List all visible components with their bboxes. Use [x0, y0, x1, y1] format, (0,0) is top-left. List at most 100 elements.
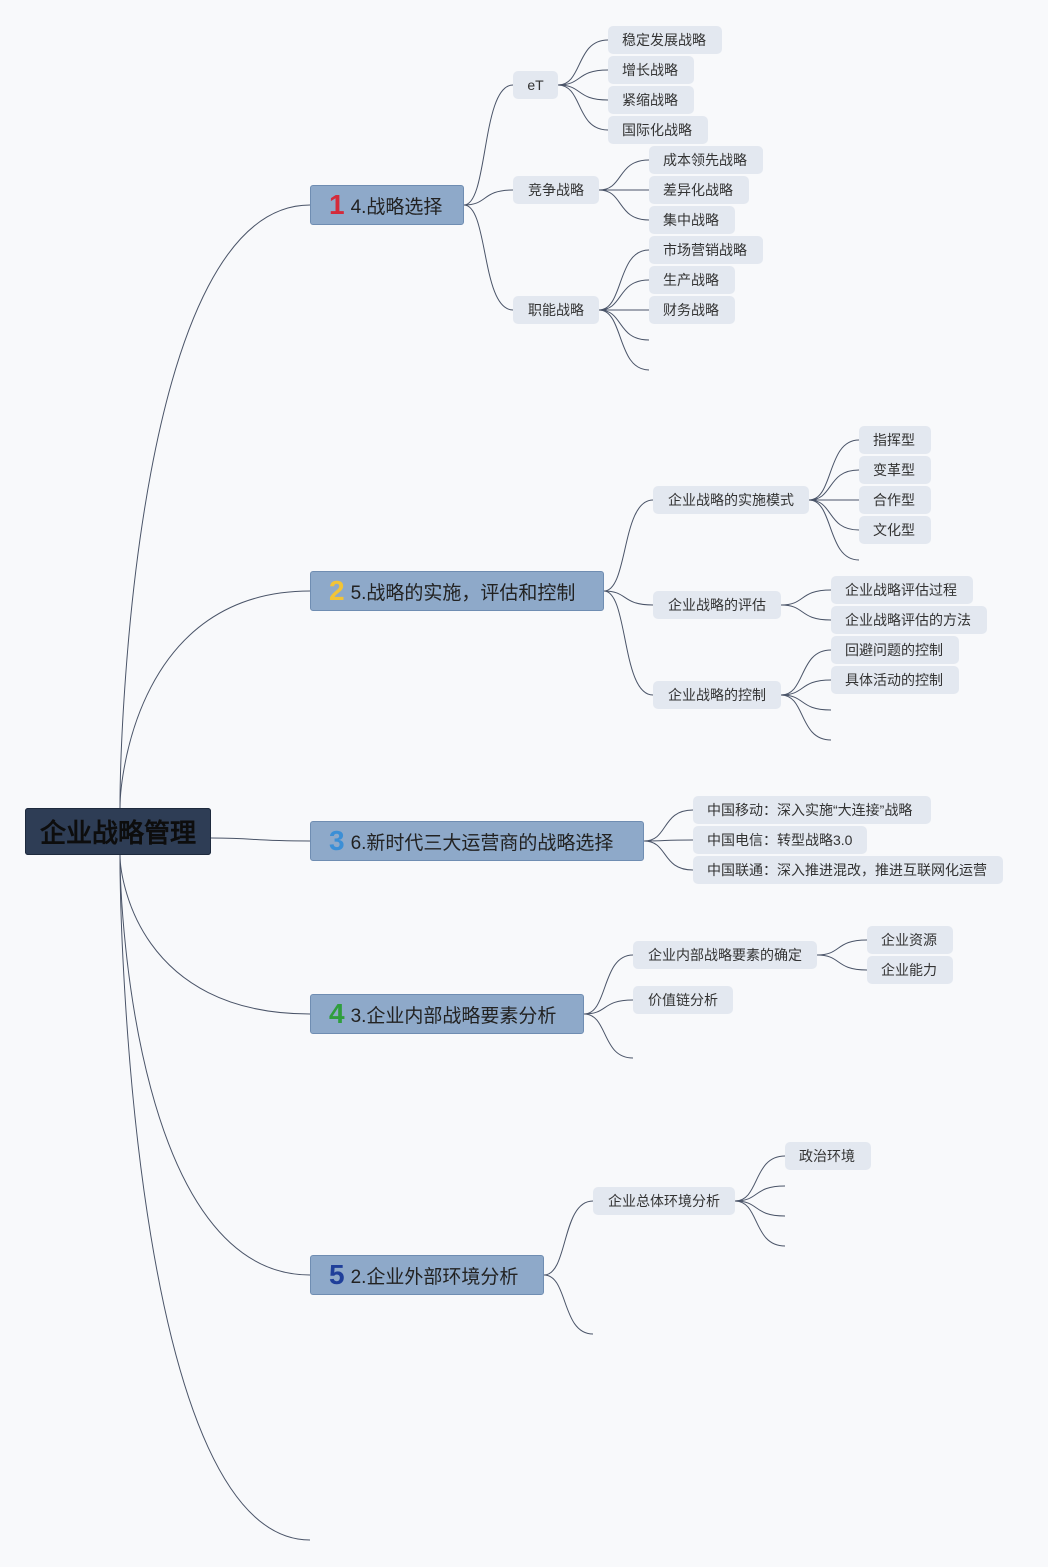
leaf-topic[interactable]: 增长战略	[608, 56, 694, 84]
branch-number-badge: 1	[329, 189, 345, 220]
subtopic[interactable]: 企业内部战略要素的确定	[633, 941, 817, 969]
leaf-topic-label: 中国电信：转型战略3.0	[707, 832, 853, 848]
connector-curve	[463, 204, 514, 311]
subtopic-label: 竞争战略	[528, 182, 584, 198]
connector-curve	[643, 809, 694, 842]
leaf-topic[interactable]: 合作型	[859, 486, 931, 514]
connector-curve	[808, 499, 860, 531]
leaf-topic-label: 中国联通：深入推进混改，推进互联网化运营	[707, 862, 987, 878]
connector-curve	[808, 469, 860, 501]
connector-curve	[780, 679, 832, 696]
connector-curve	[734, 1200, 786, 1247]
leaf-topic[interactable]: 企业资源	[867, 926, 953, 954]
leaf-topic[interactable]: 生产战略	[649, 266, 735, 294]
connector-curve	[808, 439, 860, 501]
connector-curve	[780, 694, 832, 711]
subtopic-label: 职能战略	[528, 302, 584, 318]
connector-curve	[543, 1274, 594, 1335]
leaf-topic[interactable]: 集中战略	[649, 206, 735, 234]
leaf-topic[interactable]: 中国电信：转型战略3.0	[693, 826, 867, 854]
leaf-topic[interactable]: 企业能力	[867, 956, 953, 984]
root-connector-curve	[119, 204, 311, 809]
connector-curve	[598, 159, 650, 191]
subtopic[interactable]: 企业战略的实施模式	[653, 486, 809, 514]
subtopic[interactable]: 职能战略	[513, 296, 599, 324]
connector-curve	[557, 84, 609, 131]
leaf-topic[interactable]: 企业战略评估过程	[831, 576, 973, 604]
root-topic[interactable]: 企业战略管理	[25, 808, 211, 855]
connector-curve	[603, 590, 654, 606]
leaf-topic-label: 指挥型	[873, 432, 915, 448]
leaf-topic[interactable]: 政治环境	[785, 1142, 871, 1170]
subtopic-label: 企业总体环境分析	[608, 1193, 720, 1209]
leaf-topic[interactable]: 文化型	[859, 516, 931, 544]
leaf-topic[interactable]: 国际化战略	[608, 116, 708, 144]
subtopic[interactable]: 竞争战略	[513, 176, 599, 204]
branch-topic[interactable]: 5 2.企业外部环境分析	[310, 1255, 544, 1295]
connector-curve	[734, 1185, 786, 1202]
connector-curve	[557, 84, 609, 101]
subtopic-label: eT	[527, 77, 544, 93]
branch-topic[interactable]: 2 5.战略的实施，评估和控制	[310, 571, 604, 611]
branch-topic[interactable]: 3 6.新时代三大运营商的战略选择	[310, 821, 644, 861]
connector-curve	[780, 649, 832, 696]
connector-curve	[557, 39, 609, 86]
connector-curve	[734, 1155, 786, 1202]
leaf-topic-label: 文化型	[873, 522, 915, 538]
subtopic[interactable]: 价值链分析	[633, 986, 733, 1014]
leaf-topic[interactable]: 企业战略评估的方法	[831, 606, 987, 634]
connector-curve	[598, 249, 650, 311]
leaf-topic[interactable]: 成本领先战略	[649, 146, 763, 174]
leaf-topic-label: 生产战略	[663, 272, 719, 288]
leaf-topic[interactable]: 稳定发展战略	[608, 26, 722, 54]
leaf-topic[interactable]: 中国联通：深入推进混改，推进互联网化运营	[693, 856, 1003, 884]
leaf-topic[interactable]: 差异化战略	[649, 176, 749, 204]
leaf-topic[interactable]: 回避问题的控制	[831, 636, 959, 664]
leaf-topic-label: 成本领先战略	[663, 152, 747, 168]
subtopic-label: 价值链分析	[648, 992, 718, 1008]
leaf-topic-label: 企业战略评估过程	[845, 582, 957, 598]
leaf-topic[interactable]: 紧缩战略	[608, 86, 694, 114]
leaf-topic-label: 增长战略	[622, 62, 678, 78]
leaf-topic-label: 中国移动：深入实施“大连接”战略	[707, 802, 913, 818]
root-connector-curve	[210, 837, 311, 842]
connector-curve	[583, 1013, 634, 1059]
branch-number-badge: 4	[329, 998, 345, 1029]
leaf-topic-label: 集中战略	[663, 212, 719, 228]
connector-curve	[557, 69, 609, 86]
connector-curve	[463, 84, 514, 206]
branch-number-badge: 3	[329, 825, 345, 856]
leaf-topic[interactable]: 市场营销战略	[649, 236, 763, 264]
branch-label: 2.企业外部环境分析	[350, 1266, 519, 1288]
connector-curve	[816, 939, 868, 956]
root-connector-curve	[119, 854, 311, 1276]
leaf-topic-label: 企业资源	[881, 932, 937, 948]
connector-curve	[816, 954, 868, 971]
leaf-topic[interactable]: 变革型	[859, 456, 931, 484]
subtopic-label: 企业战略的控制	[668, 687, 766, 703]
leaf-topic-label: 具体活动的控制	[845, 672, 943, 688]
subtopic[interactable]: 企业战略的控制	[653, 681, 781, 709]
leaf-topic-label: 财务战略	[663, 302, 719, 318]
branch-topic[interactable]: 1 4.战略选择	[310, 185, 464, 225]
connector-curve	[780, 694, 832, 741]
branch-number-badge: 2	[329, 575, 345, 606]
subtopic[interactable]: eT	[513, 71, 558, 99]
connector-curve	[603, 499, 654, 592]
leaf-topic-label: 企业战略评估的方法	[845, 612, 971, 628]
branch-topic[interactable]: 4 3.企业内部战略要素分析	[310, 994, 584, 1034]
leaf-topic[interactable]: 具体活动的控制	[831, 666, 959, 694]
subtopic[interactable]: 企业战略的评估	[653, 591, 781, 619]
subtopic[interactable]: 企业总体环境分析	[593, 1187, 735, 1215]
branch-label: 3.企业内部战略要素分析	[350, 1005, 557, 1027]
leaf-topic[interactable]: 中国移动：深入实施“大连接”战略	[693, 796, 931, 824]
connector-curve	[598, 309, 650, 371]
connector-curve	[583, 954, 634, 1015]
leaf-topic[interactable]: 指挥型	[859, 426, 931, 454]
leaf-topic[interactable]: 财务战略	[649, 296, 735, 324]
connector-curve	[808, 499, 860, 561]
subtopic-label: 企业内部战略要素的确定	[648, 947, 802, 963]
connector-curve	[583, 999, 634, 1015]
leaf-topic-label: 市场营销战略	[663, 242, 747, 258]
